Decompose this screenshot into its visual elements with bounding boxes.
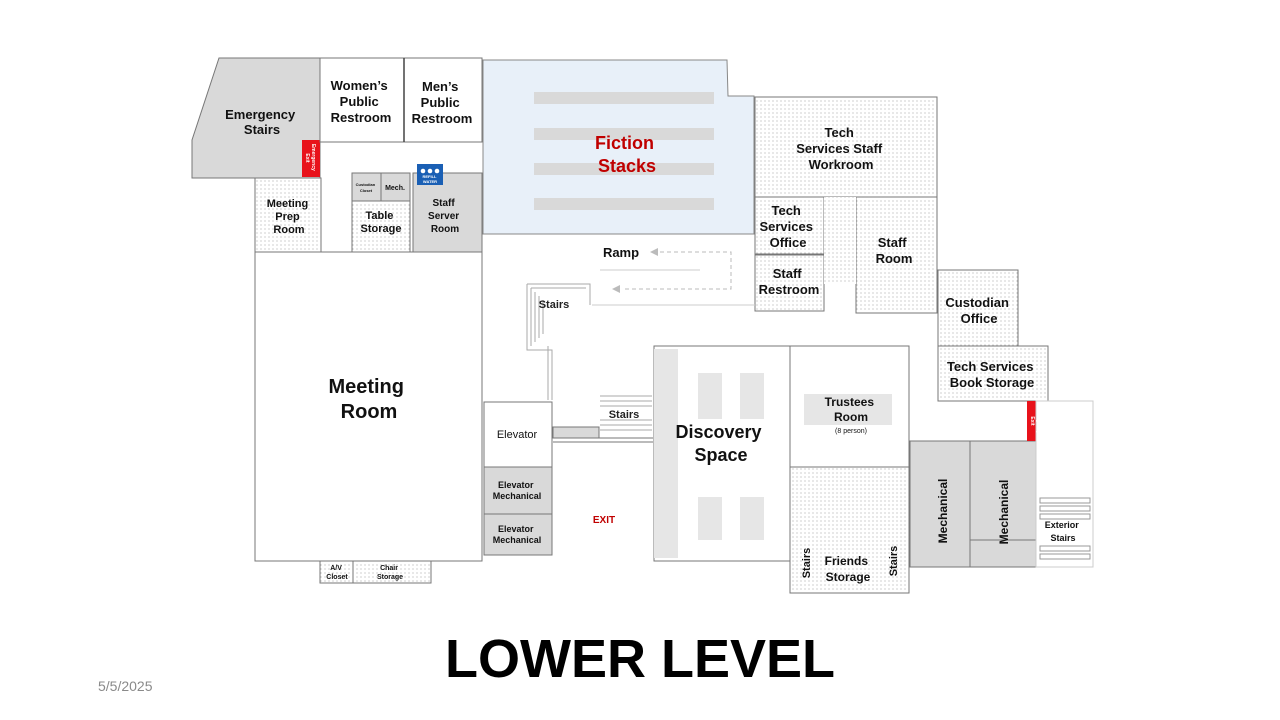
- tech-book-storage-room: [937, 345, 1049, 402]
- custodian-closet-room: [351, 172, 382, 202]
- staff-restroom-label: Staff Restroom: [759, 266, 820, 297]
- mechanical-1-label: Mechanical: [936, 479, 950, 544]
- elevator-mechanical-2: [483, 513, 553, 556]
- trustees-capacity-note: (8 person): [835, 428, 867, 435]
- mech-small-room: [380, 172, 411, 202]
- tech-services-workroom: [754, 96, 938, 198]
- staff-room-label: Staff Room: [876, 235, 913, 266]
- fiction-stacks-label: Fiction Stacks: [595, 133, 659, 176]
- upper-stairs-label: Stairs: [539, 299, 570, 311]
- exterior-stairs-label: Exterior Stairs: [1045, 520, 1082, 543]
- mid-stairs-steps: [600, 395, 652, 431]
- discovery-shelves: [698, 373, 764, 540]
- exterior-stairs-steps: [1039, 497, 1091, 560]
- tech-office-label: Tech Services Office: [759, 203, 816, 250]
- elevator-mechanical-1: [483, 466, 553, 515]
- friends-storage-label: Friends Storage: [825, 554, 872, 584]
- discovery-space-label: Discovery Space: [675, 422, 766, 465]
- meeting-room-label: Meeting Room: [328, 376, 409, 423]
- meeting-prep-label: Meeting Prep Room: [267, 198, 312, 236]
- elevator-mech-2-label: Elevator Mechanical: [493, 524, 542, 545]
- staff-server-label: Staff Server Room: [428, 198, 462, 235]
- mech-small-label: Mech.: [385, 185, 405, 192]
- elevator-label: Elevator: [497, 429, 538, 441]
- walkway-ledge: [552, 426, 600, 439]
- water-drops-icon: [420, 168, 440, 174]
- emergency-exit-left-label: Emergency Exit: [304, 144, 316, 172]
- staff-restroom-room: [754, 254, 825, 312]
- tech-services-office: [754, 196, 825, 255]
- chair-storage-room: [352, 560, 432, 584]
- custodian-closet-label: Custodian Closet: [356, 182, 377, 193]
- mid-stairs-label: Stairs: [609, 409, 640, 421]
- ramp-arrow-head-bottom: [612, 285, 620, 293]
- mechanical-room-1: [909, 440, 971, 568]
- date-footer: 5/5/2025: [98, 678, 153, 694]
- exterior-stairs-area: [1035, 400, 1094, 568]
- mens-restroom-label: Men’s Public Restroom: [412, 79, 473, 126]
- workroom-corridor: [824, 197, 856, 284]
- meeting-room: [254, 251, 483, 562]
- ramp-arrow-head-top: [650, 248, 658, 256]
- womens-restroom-room: [319, 57, 405, 143]
- elevator-mech-1-label: Elevator Mechanical: [493, 480, 542, 501]
- chair-storage-label: Chair Storage: [377, 565, 403, 581]
- staff-room: [855, 196, 938, 314]
- staff-server-room: [412, 172, 483, 253]
- mens-restroom-room: [403, 57, 483, 143]
- upper-stairs-steps: [526, 283, 591, 400]
- custodian-office-label: Custodian Office: [945, 295, 1012, 326]
- refill-water-label: REFILL WATER: [422, 174, 437, 184]
- tech-workroom-label: Tech Services Staff Workroom: [796, 125, 886, 172]
- emergency-stairs-label: Emergency Stairs: [225, 107, 299, 137]
- mechanical-2-label: Mechanical: [997, 480, 1011, 545]
- ramp-label: Ramp: [603, 245, 639, 260]
- page-title: LOWER LEVEL: [445, 629, 835, 689]
- trustees-room-label: Trustees Room: [825, 395, 878, 424]
- ramp-arrows: [622, 251, 732, 290]
- friends-stairs-right-label: Stairs: [888, 546, 900, 577]
- table-storage-label: Table Storage: [361, 210, 402, 235]
- friends-stairs-left-label: Stairs: [801, 548, 813, 579]
- friends-storage-room: [789, 466, 910, 594]
- fiction-shelves: [534, 92, 714, 210]
- tech-book-storage-label: Tech Services Book Storage: [947, 359, 1037, 390]
- av-closet-label: A/V Closet: [326, 565, 348, 581]
- emergency-exit-left-door: [302, 140, 320, 177]
- meeting-prep-room: [254, 177, 322, 253]
- emergency-exit-right-label: Emergency Exit: [1029, 407, 1041, 435]
- table-storage-room: [351, 200, 411, 253]
- elevator-shaft: [483, 401, 553, 468]
- womens-restroom-label: Women’s Public Restroom: [331, 78, 392, 125]
- exit-label: EXIT: [593, 515, 615, 526]
